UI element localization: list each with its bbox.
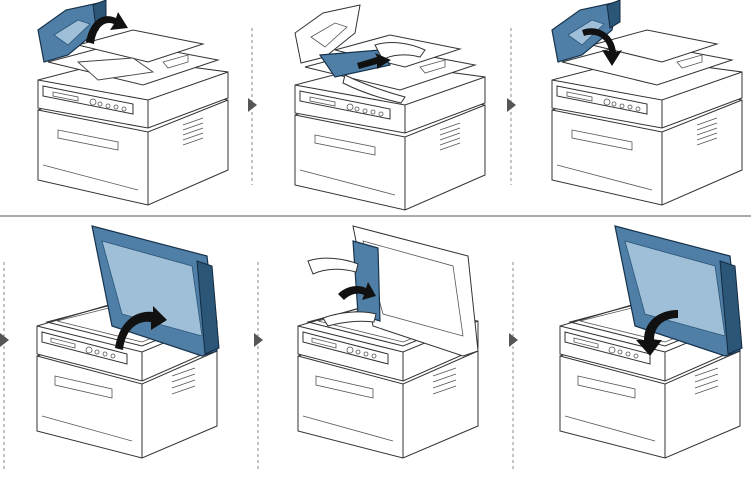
step-4-illustration [36,225,220,459]
step-arrow-icon [254,333,263,347]
pull-left-arrow-icon [357,53,391,69]
rotate-up-arrow-icon [86,12,128,44]
step-3-illustration [551,0,743,206]
pull-left-arrow-icon [338,282,376,300]
step-arrow-icon [0,333,9,347]
rotate-down-arrow-icon [582,28,622,66]
step-arrow-icon [248,98,257,112]
rotate-up-arrow-icon [115,306,167,350]
step-arrow-icon [507,98,516,112]
step-6-illustration [559,225,743,459]
rotate-down-arrow-icon [636,310,678,356]
step-1-illustration [37,0,229,206]
step-arrow-icon [509,333,518,347]
step-5-illustration [297,225,479,459]
step-2-illustration [294,4,486,211]
